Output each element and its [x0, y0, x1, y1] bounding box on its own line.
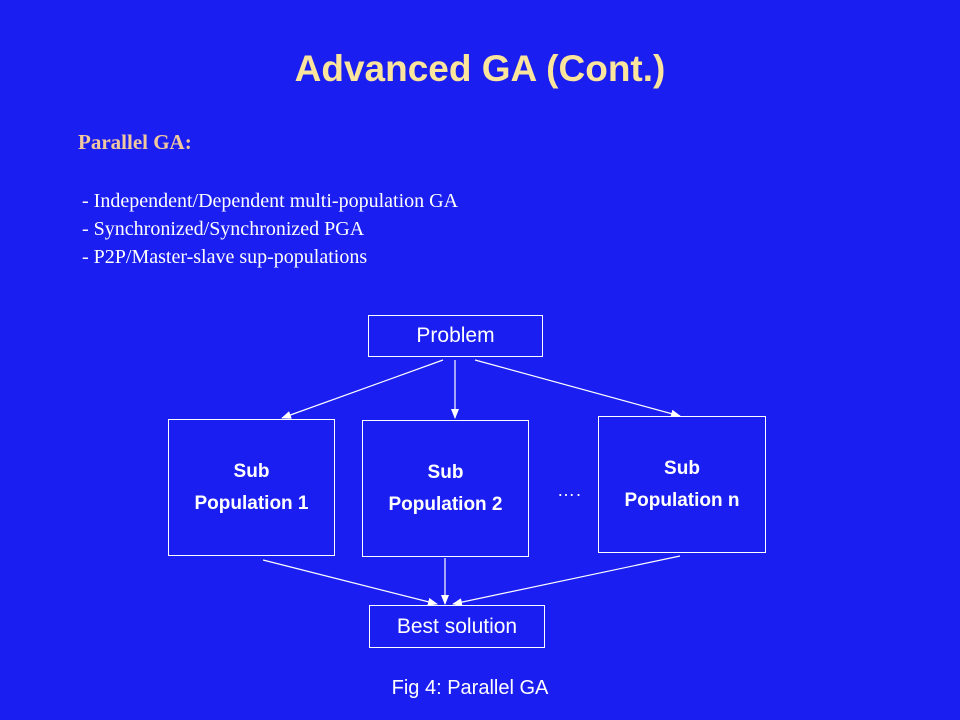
subpopulation-line1: Sub	[427, 461, 464, 483]
bullet-item: - P2P/Master-slave sup-populations	[82, 246, 368, 268]
subpopulation-box: Sub Population n	[598, 416, 766, 553]
subpopulation-box: Sub Population 1	[168, 419, 335, 556]
subpopulation-line1: Sub	[664, 457, 700, 479]
bullet-item: - Synchronized/Synchronized PGA	[82, 218, 365, 240]
slide-title: Advanced GA (Cont.)	[294, 48, 666, 89]
arrow-sub1-to-best	[262, 559, 438, 606]
problem-label: Problem	[416, 324, 495, 347]
best-solution-label: Best solution	[396, 614, 518, 638]
figure-caption: Fig 4: Parallel GA	[391, 677, 549, 699]
arrow-problem-to-sub1	[281, 359, 444, 419]
subpopulation-line2: Population 2	[388, 493, 503, 515]
arrow-subn-to-best	[452, 555, 681, 607]
ellipsis-indicator: ….	[557, 480, 583, 500]
section-heading: Parallel GA:	[78, 130, 192, 154]
arrow-problem-to-subn	[474, 359, 681, 418]
best-solution-box: Best solution	[369, 605, 545, 648]
subpopulation-line2: Population 1	[194, 492, 309, 514]
subpopulation-line1: Sub	[233, 460, 270, 482]
problem-box: Problem	[368, 315, 543, 357]
subpopulation-box: Sub Population 2	[362, 420, 529, 557]
bullet-list: - Independent/Dependent multi-population…	[82, 187, 458, 271]
bullet-item: - Independent/Dependent multi-population…	[82, 190, 459, 212]
subpopulation-line2: Population n	[624, 489, 740, 511]
